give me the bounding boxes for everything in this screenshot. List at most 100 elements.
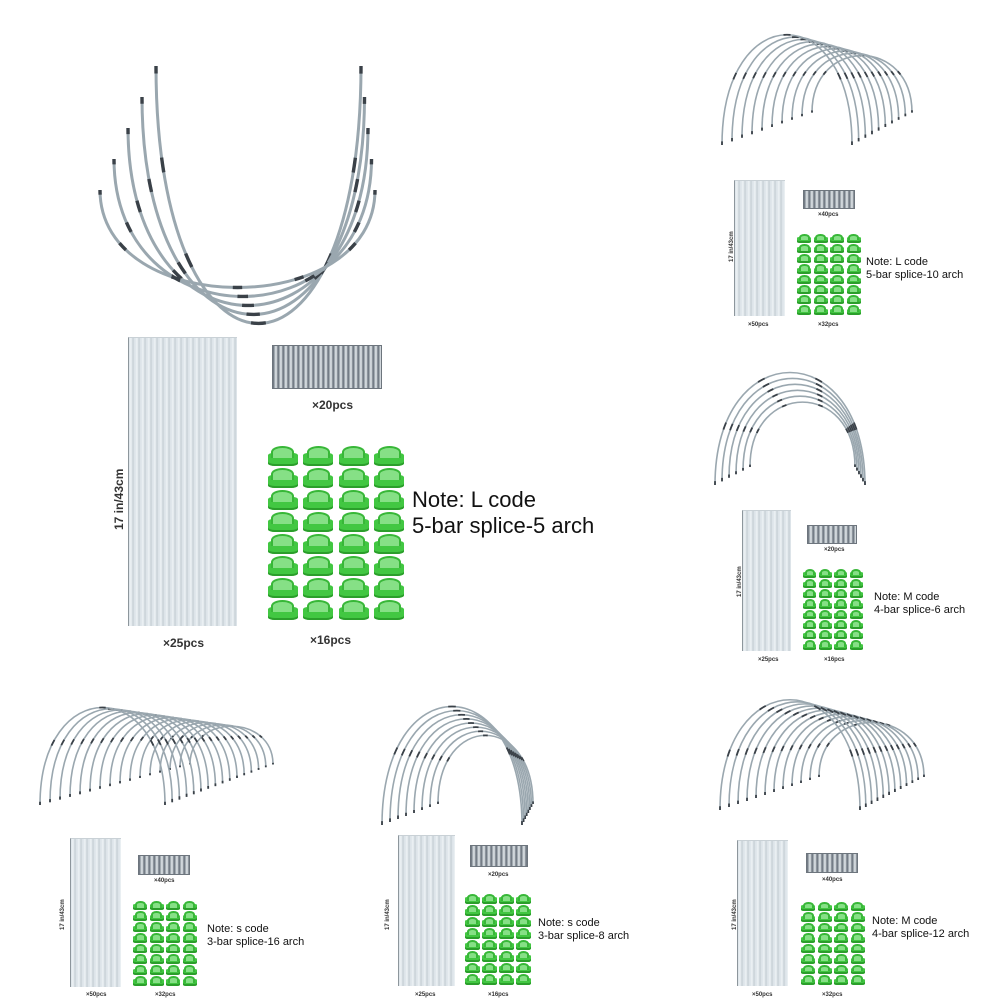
clip-item — [846, 295, 863, 305]
connector-tubes — [803, 190, 855, 209]
note-title: Note: s code — [538, 917, 600, 929]
arch-joint — [818, 721, 925, 778]
clip-item — [149, 911, 166, 922]
clip-count: ×16pcs — [824, 657, 845, 663]
clip-item — [817, 933, 834, 944]
note-detail: 3-bar splice-16 arch — [207, 936, 305, 949]
note-text: Note: M code 4-bar splice-12 arch — [872, 915, 969, 941]
clip-item — [833, 943, 850, 954]
rod-length-label: 17 in/43cm — [729, 231, 735, 262]
clip-item — [336, 489, 372, 511]
greenhouse-clips — [800, 901, 866, 985]
clip-item — [833, 912, 850, 923]
clip-item — [464, 939, 481, 951]
arch-hoop — [59, 709, 181, 800]
note-text: Note: M code 4-bar splice-6 arch — [874, 591, 965, 617]
note-text: Note: s code 3-bar splice-16 arch — [207, 923, 304, 949]
clip-item — [849, 609, 865, 620]
clip-item — [165, 954, 182, 965]
clip-item — [829, 274, 846, 285]
clip-item — [817, 954, 834, 965]
note-detail: 3-bar splice-8 arch — [538, 930, 630, 943]
clip-item — [149, 975, 166, 986]
note-title: Note: L code — [866, 256, 928, 268]
note-text: Note: s code 3-bar splice-8 arch — [538, 917, 629, 943]
rod-length-label: 17 in/43cm — [737, 566, 743, 597]
clip-item — [336, 533, 372, 555]
rod-count: ×25pcs — [415, 992, 436, 998]
rod-length-label: 17 in/43cm — [60, 899, 66, 930]
arch-joint — [126, 127, 370, 307]
clip-item — [850, 964, 867, 975]
arch-set-illustration — [721, 34, 913, 146]
clip-item — [817, 964, 834, 975]
rod-count: ×25pcs — [758, 657, 779, 663]
clip-item — [813, 284, 830, 295]
clip-item — [498, 916, 515, 928]
clip-item — [481, 893, 498, 905]
clip-item — [165, 900, 182, 911]
arch-joint — [741, 38, 867, 138]
arch-joint — [112, 158, 374, 298]
clip-item — [849, 589, 865, 599]
clip-item — [796, 284, 813, 295]
clip-item — [481, 939, 498, 951]
clip-item — [818, 599, 834, 609]
clip-item — [849, 619, 865, 630]
clip-item — [182, 975, 199, 986]
connector-count: ×40pcs — [154, 878, 175, 884]
clip-item — [372, 489, 408, 511]
clip-count: ×32pcs — [155, 992, 176, 998]
clip-item — [149, 900, 166, 911]
arch-joint — [59, 709, 181, 800]
clip-item — [849, 640, 865, 650]
connector-tubes — [272, 345, 382, 389]
clip-item — [372, 467, 408, 489]
clip-item — [165, 911, 182, 922]
arch-set-illustration — [381, 705, 534, 826]
arch-joint — [413, 722, 530, 814]
arch-hoop — [126, 127, 370, 307]
clip-item — [850, 912, 867, 923]
clip-item — [336, 577, 372, 599]
clip-item — [813, 233, 830, 244]
clip-item — [498, 951, 515, 963]
arch-set-illustration — [719, 699, 925, 811]
clip-item — [796, 233, 813, 244]
note-detail: 5-bar splice-10 arch — [866, 269, 964, 282]
connector-tubes — [470, 845, 528, 867]
clip-item — [850, 954, 867, 965]
clip-item — [132, 954, 149, 965]
clip-item — [833, 619, 849, 630]
clip-item — [833, 640, 849, 650]
clip-item — [515, 916, 532, 928]
clip-item — [481, 951, 498, 963]
arch-set-illustration — [39, 706, 274, 806]
clip-count: ×32pcs — [822, 992, 843, 998]
clip-count: ×32pcs — [818, 322, 839, 328]
arch-joint — [437, 734, 534, 805]
arch-hoop — [719, 699, 861, 811]
clip-item — [182, 922, 199, 933]
clip-item — [802, 599, 818, 609]
clip-item — [372, 555, 408, 577]
clip-item — [802, 630, 818, 640]
clip-item — [813, 274, 830, 285]
clip-item — [833, 609, 849, 620]
clip-item — [372, 533, 408, 555]
note-detail: 5-bar splice-5 arch — [412, 513, 595, 539]
arch-joint — [49, 707, 174, 803]
clip-item — [132, 922, 149, 933]
clip-item — [132, 943, 149, 954]
clip-item — [372, 599, 408, 621]
rod-length-label: 17 in/43cm — [732, 899, 738, 930]
clip-item — [813, 305, 830, 315]
arch-hoop — [735, 389, 860, 475]
clip-item — [165, 975, 182, 986]
clip-item — [132, 900, 149, 911]
clip-item — [800, 933, 817, 944]
clip-item — [132, 965, 149, 976]
clip-item — [796, 264, 813, 274]
clip-item — [301, 489, 337, 511]
clip-item — [515, 905, 532, 917]
